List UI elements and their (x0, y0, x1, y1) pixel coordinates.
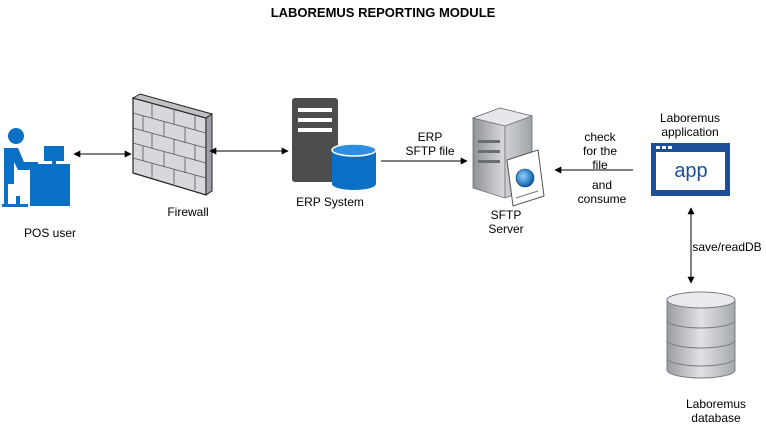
laboremus-db-label: Laboremus database (676, 397, 756, 425)
app-sftp-edge-label-bottom: and consume (572, 178, 632, 206)
diagram-title: LABOREMUS REPORTING MODULE (270, 5, 496, 20)
erp-sftp-edge-label-line1: ERP (417, 130, 443, 144)
sftp-server-label-line2: Server (488, 222, 524, 236)
sftp-server-label-line1: SFTP (490, 208, 522, 222)
laboremus-db-label-line1: Laboremus (685, 397, 747, 411)
pos-user-icon (2, 128, 70, 207)
laboremus-database-icon (666, 291, 736, 379)
app-sftp-edge-label-line5: consume (577, 192, 627, 206)
erp-sftp-edge-label: ERP SFTP file (395, 130, 465, 158)
laboremus-app-label-line1: Laboremus (659, 111, 721, 125)
sftp-server-icon (471, 107, 545, 207)
app-db-edge-label: save/readDB (692, 240, 762, 254)
pos-user-label: POS user (23, 226, 77, 240)
app-sftp-edge-label-line3: file (592, 158, 608, 172)
laboremus-db-label-line2: database (691, 411, 741, 425)
erp-system-label: ERP System (296, 195, 364, 209)
erp-database-icon (331, 143, 377, 190)
app-icon-text: app (674, 160, 707, 182)
laboremus-app-label: Laboremus application (650, 111, 730, 139)
app-window-icon: app (651, 143, 730, 196)
sftp-server-label: SFTP Server (476, 208, 536, 236)
laboremus-app-label-line2: application (661, 125, 719, 139)
firewall-label: Firewall (167, 205, 209, 219)
app-sftp-edge-label-line4: and (591, 178, 613, 192)
app-sftp-edge-label-line2: for the (582, 144, 618, 158)
firewall-icon (131, 93, 214, 196)
app-sftp-edge-label-top: check for the file (570, 130, 630, 172)
erp-server-icon (292, 98, 338, 182)
app-sftp-edge-label-line1: check (584, 130, 616, 144)
erp-sftp-edge-label-line2: SFTP file (405, 144, 455, 158)
